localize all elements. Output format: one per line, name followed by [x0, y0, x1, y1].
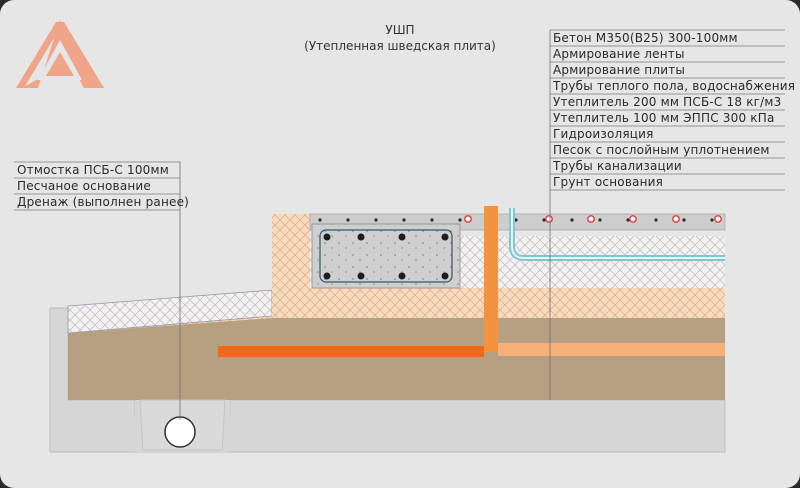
- legend-slab-rebar: Армирование плиты: [553, 63, 685, 77]
- side-eps-insulation: [272, 214, 310, 290]
- strip-beam: [311, 223, 461, 289]
- left-legend: [14, 161, 180, 211]
- legend-compacted-sand: Песок с послойным уплотнением: [553, 143, 770, 157]
- left-legend-texts: Отмостка ПСБ-С 100мм Песчаное основание …: [17, 163, 189, 209]
- legend-base-soil: Грунт основания: [553, 175, 663, 189]
- legend-xps-insulation: Утеплитель 100 мм ЭППС 300 кПа: [553, 111, 775, 125]
- legend-floor-heating: Трубы теплого пола, водоснабжения: [552, 79, 795, 93]
- drain-pipe: [164, 416, 196, 448]
- right-legend: [550, 29, 785, 191]
- floor-heating-pipes: [464, 215, 722, 223]
- sewer-pipes: [218, 206, 725, 357]
- legend-sewer-pipes: Трубы канализации: [552, 159, 682, 173]
- xps-insulation-layer: [272, 288, 725, 318]
- diagram-subtitle: (Утепленная шведская плита): [304, 39, 496, 53]
- water-pipe-core: [511, 208, 725, 259]
- legend-eps-insulation: Утеплитель 200 мм ПСБ-С 18 кг/м3: [553, 95, 782, 109]
- legend-strip-rebar: Армирование ленты: [553, 47, 685, 61]
- legend-waterproofing: Гидроизоляция: [553, 127, 654, 141]
- company-logo: [16, 20, 104, 88]
- legend-concrete: Бетон М350(В25) 300-100мм: [553, 31, 738, 45]
- right-legend-texts: Бетон М350(В25) 300-100мм Армирование ле…: [552, 31, 795, 189]
- diagram-title: УШП: [385, 23, 414, 37]
- legend-blind-area: Отмостка ПСБ-С 100мм: [17, 163, 169, 177]
- strip-rebar: [323, 233, 449, 280]
- legend-sand-base: Песчаное основание: [17, 179, 151, 193]
- legend-drainage: Дренаж (выполнен ранее): [17, 195, 189, 209]
